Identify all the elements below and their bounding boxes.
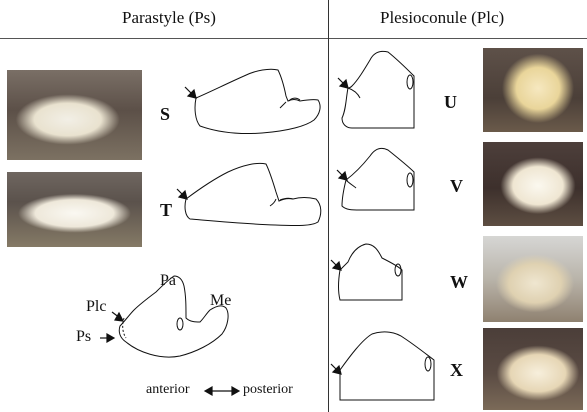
arrow-ps — [100, 334, 114, 342]
double-arrow-icon — [205, 387, 239, 395]
panel-label-s: S — [160, 104, 170, 125]
outline-v — [342, 148, 414, 210]
outline-x — [340, 332, 434, 400]
panel-label-t: T — [160, 200, 172, 221]
panel-label-u: U — [444, 92, 457, 113]
arrow-t — [177, 189, 187, 199]
panel-label-v: V — [450, 176, 463, 197]
outline-t — [185, 163, 321, 225]
arrow-w — [331, 260, 341, 270]
arrow-plc — [112, 312, 123, 321]
arrow-s — [185, 87, 196, 98]
arrow-v — [337, 170, 347, 180]
arrow-x — [331, 364, 341, 374]
label-plesioconule: Plc — [86, 298, 106, 316]
arrow-u — [338, 78, 348, 88]
outline-w — [339, 244, 403, 300]
legend-posterior: posterior — [243, 382, 293, 398]
label-paracone: Pa — [160, 272, 176, 290]
outline-s — [195, 69, 320, 133]
panel-label-w: W — [450, 272, 468, 293]
label-parastyle: Ps — [76, 328, 91, 346]
label-metacone: Me — [210, 292, 231, 310]
legend-anterior: anterior — [146, 382, 190, 398]
panel-label-x: X — [450, 360, 463, 381]
